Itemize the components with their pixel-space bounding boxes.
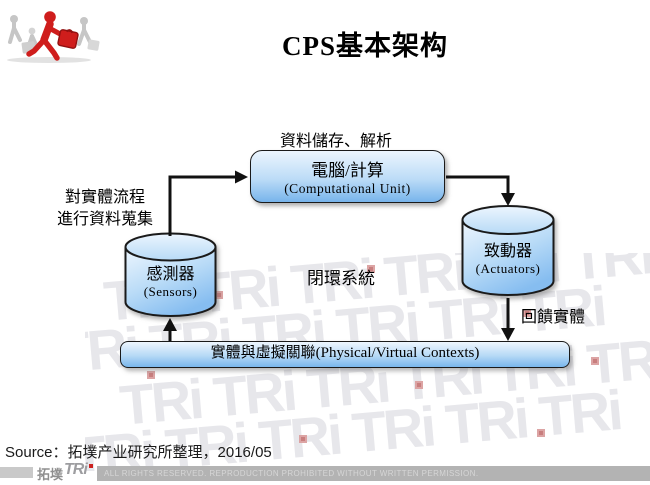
sensors-label: 感測器 (Sensors) bbox=[124, 260, 217, 300]
cylinder-shape bbox=[461, 205, 555, 296]
rights-bar: ALL RIGHTS RESERVED. REPRODUCTION PROHIB… bbox=[97, 466, 650, 481]
label-collect-line1: 對實體流程 bbox=[64, 189, 145, 206]
footer-logo-chinese: 拓墣 bbox=[37, 467, 64, 482]
watermark-red-dot bbox=[591, 357, 599, 365]
label-collect-data: 對實體流程 進行資料蒐集 bbox=[40, 187, 170, 231]
label-feedback-entity: 回饋實體 bbox=[521, 309, 586, 326]
sensors-cylinder: 感測器 (Sensors) bbox=[124, 232, 217, 318]
company-logo-graphic bbox=[7, 11, 100, 63]
actuators-cylinder: 致動器 (Actuators) bbox=[461, 204, 555, 298]
computational-unit-title: 電腦/計算 bbox=[311, 161, 384, 180]
page-title: CPS基本架构 bbox=[281, 31, 448, 61]
sensors-subtitle: (Sensors) bbox=[143, 284, 198, 299]
contexts-bar: 實體與虛擬關聯(Physical/Virtual Contexts) bbox=[120, 341, 570, 368]
source-line: Source：拓墣产业研究所整理，2016/05 bbox=[5, 444, 272, 461]
actuators-title: 致動器 bbox=[483, 243, 532, 260]
watermark-layer: TRi TRi TRi TRi TRi TRi TRi TRi TRi TRi … bbox=[85, 253, 650, 471]
label-collect-line2: 進行資料蒐集 bbox=[56, 211, 153, 228]
watermark-red-dot bbox=[523, 309, 531, 317]
watermark-red-dot bbox=[147, 371, 155, 379]
arrow-sensors-to-computer bbox=[168, 175, 236, 236]
footer-logo-tri: TRi bbox=[64, 461, 88, 478]
watermark-red-dot bbox=[299, 435, 307, 443]
arrowhead-right bbox=[235, 170, 248, 184]
actuators-label: 致動器 (Actuators) bbox=[461, 237, 555, 277]
computational-unit-box: 電腦/計算 (Computational Unit) bbox=[250, 150, 445, 203]
watermark-red-dot bbox=[537, 429, 545, 437]
watermark-red-dot bbox=[367, 265, 375, 273]
footer-logo-block bbox=[0, 467, 33, 478]
rights-text: ALL RIGHTS RESERVED. REPRODUCTION PROHIB… bbox=[104, 469, 479, 478]
label-closed-loop-system: 閉環系統 bbox=[307, 269, 375, 288]
actuators-subtitle: (Actuators) bbox=[475, 261, 541, 276]
label-data-storage-analysis: 資料儲存、解析 bbox=[279, 133, 392, 150]
sensors-title: 感測器 bbox=[146, 266, 195, 283]
watermark-red-dot bbox=[215, 291, 223, 299]
arrow-computer-to-actuators bbox=[446, 175, 510, 194]
watermark-red-dot bbox=[415, 381, 423, 389]
footer-logo-red-dot bbox=[89, 464, 93, 468]
computational-unit-subtitle: (Computational Unit) bbox=[284, 181, 411, 196]
